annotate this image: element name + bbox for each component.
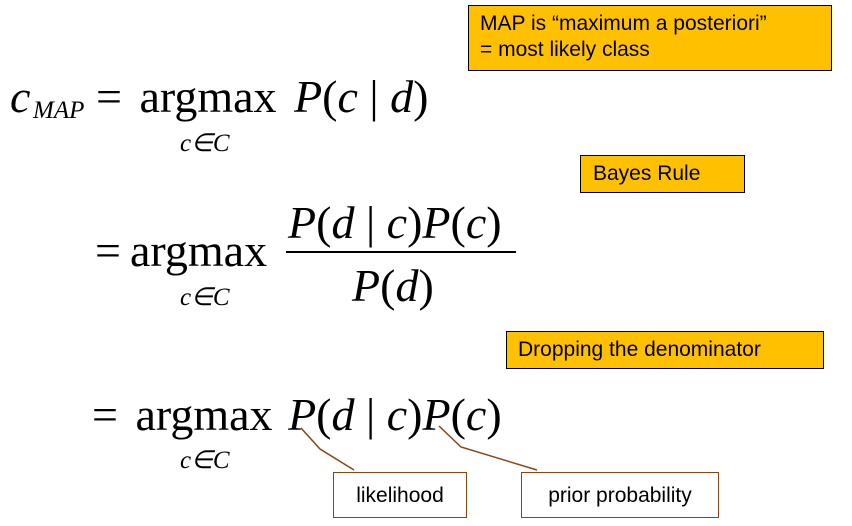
- row3-open1: (: [316, 389, 332, 440]
- row3-close1: ): [407, 389, 423, 440]
- bayes-rule-callout: Bayes Rule: [580, 155, 745, 193]
- row1-equation: = argmax P(c | d): [96, 74, 428, 120]
- row3-under-text: c∈C: [180, 447, 230, 474]
- row3-expression: P(d | c)P(c): [288, 389, 502, 440]
- row3-p2: P: [422, 389, 451, 440]
- row3-c2: c: [465, 389, 487, 440]
- map-definition-line-1: MAP is “maximum a posteriori”: [480, 12, 767, 35]
- row3-open2: (: [450, 389, 466, 440]
- row2-argmax: argmax: [130, 225, 268, 276]
- row3-p1: P: [288, 389, 317, 440]
- row3-equation: = argmax P(d | c)P(c): [92, 392, 502, 438]
- row2-num-close1: ): [407, 197, 423, 248]
- row1-d: d: [390, 71, 414, 122]
- row3-equals: =: [92, 389, 118, 440]
- likelihood-label-text: likelihood: [356, 484, 444, 507]
- row2-num-d: d: [331, 197, 355, 248]
- likelihood-label: likelihood: [333, 472, 467, 518]
- row1-close-paren: ): [413, 71, 429, 122]
- lhs-c-map: c: [10, 74, 30, 120]
- row3-bar: |: [354, 389, 387, 440]
- row2-num-c1: c: [386, 197, 408, 248]
- row2-fraction-bar: [286, 251, 516, 253]
- bayes-rule-text: Bayes Rule: [593, 162, 701, 185]
- row2-num-close2: ): [486, 197, 502, 248]
- prior-probability-label: prior probability: [521, 472, 719, 518]
- map-definition-callout: MAP is “maximum a posteriori” = most lik…: [468, 5, 832, 71]
- row2-argmax-subscript: c∈C: [180, 285, 230, 310]
- row2-denominator: P(d): [352, 263, 434, 309]
- dropping-denominator-text: Dropping the denominator: [518, 338, 761, 361]
- row2-den-p: P: [352, 260, 381, 311]
- row1-expression: P(c | d): [294, 71, 428, 122]
- row1-given-bar: |: [357, 71, 391, 122]
- row2-under-text: c∈C: [180, 284, 230, 311]
- row2-num-p2: P: [422, 197, 451, 248]
- dropping-denominator-callout: Dropping the denominator: [506, 331, 824, 369]
- row1-argmax: argmax: [139, 71, 277, 122]
- map-definition-line-2: = most likely class: [480, 38, 650, 61]
- row2-num-open2: (: [450, 197, 466, 248]
- row2-den-open: (: [380, 260, 396, 311]
- row3-argmax-subscript: c∈C: [180, 448, 230, 473]
- row2-num-open1: (: [316, 197, 332, 248]
- row2-den-close: ): [418, 260, 434, 311]
- row3-close2: ): [486, 389, 502, 440]
- row2-num-bar: |: [354, 197, 387, 248]
- row1-p: P: [294, 71, 323, 122]
- prior-probability-label-text: prior probability: [548, 484, 692, 507]
- row1-c: c: [337, 71, 358, 122]
- row2-num-p1: P: [288, 197, 317, 248]
- row3-c1: c: [386, 389, 408, 440]
- row1-argmax-subscript: c∈C: [180, 131, 230, 156]
- lhs-variable: c: [10, 71, 31, 122]
- row2-equals: =: [95, 225, 121, 276]
- row2-den-d: d: [395, 260, 419, 311]
- row2-numerator: P(d | c)P(c): [288, 200, 502, 246]
- row2-num-c2: c: [465, 197, 487, 248]
- row1-equals: =: [96, 71, 122, 122]
- row3-argmax: argmax: [135, 389, 273, 440]
- row1-open-paren: (: [322, 71, 338, 122]
- row3-d: d: [331, 389, 355, 440]
- lhs-subscript: MAP: [33, 97, 85, 124]
- row1-under-text: c∈C: [180, 130, 230, 157]
